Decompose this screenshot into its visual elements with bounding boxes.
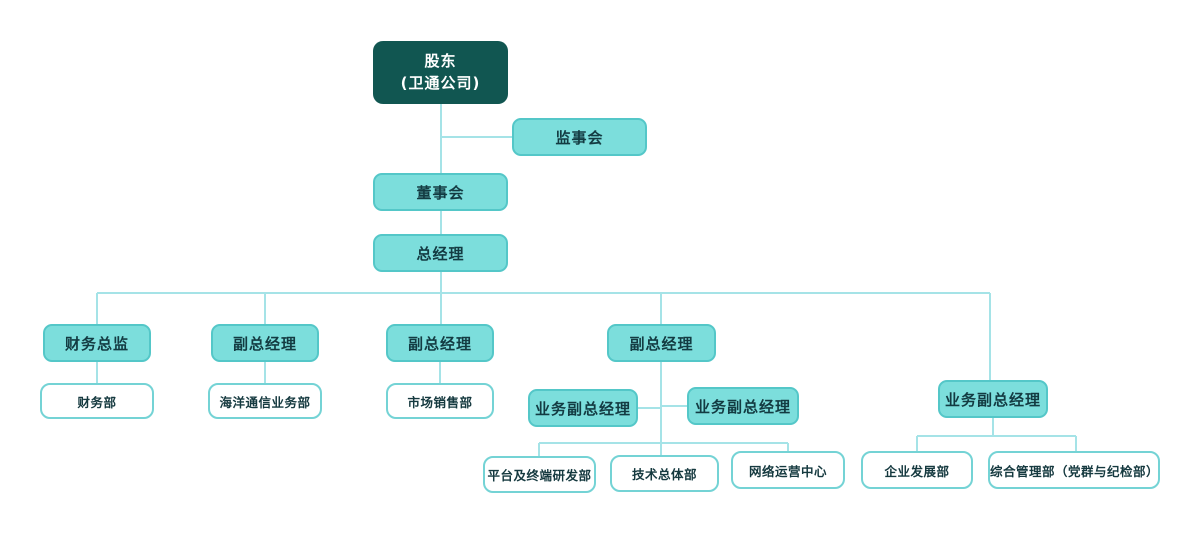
node-biz-vp-mid: 业务副总经理 (687, 387, 799, 425)
node-supervisory-board: 监事会 (512, 118, 647, 156)
node-general-manager: 总经理 (373, 234, 508, 272)
node-board-of-directors: 董事会 (373, 173, 508, 211)
node-vp1: 副总经理 (211, 324, 319, 362)
node-platform-rnd-dept: 平台及终端研发部 (483, 456, 596, 493)
node-tech-general-dept: 技术总体部 (610, 455, 719, 492)
node-biz-vp-left: 业务副总经理 (528, 389, 638, 427)
node-enterprise-dev-dept: 企业发展部 (861, 451, 973, 489)
node-finance-dept: 财务部 (40, 383, 154, 419)
node-marine-comm-dept: 海洋通信业务部 (208, 383, 322, 419)
node-cfo: 财务总监 (43, 324, 151, 362)
node-general-mgmt-dept: 综合管理部（党群与纪检部） (988, 451, 1160, 489)
node-marketing-dept: 市场销售部 (386, 383, 494, 419)
node-vp2: 副总经理 (386, 324, 494, 362)
node-shareholder: 股东 (卫通公司) (373, 41, 508, 104)
node-shareholder-line2: (卫通公司) (400, 73, 481, 92)
node-shareholder-line1: 股东 (424, 51, 457, 70)
node-network-ops-center: 网络运营中心 (731, 451, 845, 489)
node-vp3: 副总经理 (607, 324, 716, 362)
node-biz-vp-right: 业务副总经理 (938, 380, 1048, 418)
